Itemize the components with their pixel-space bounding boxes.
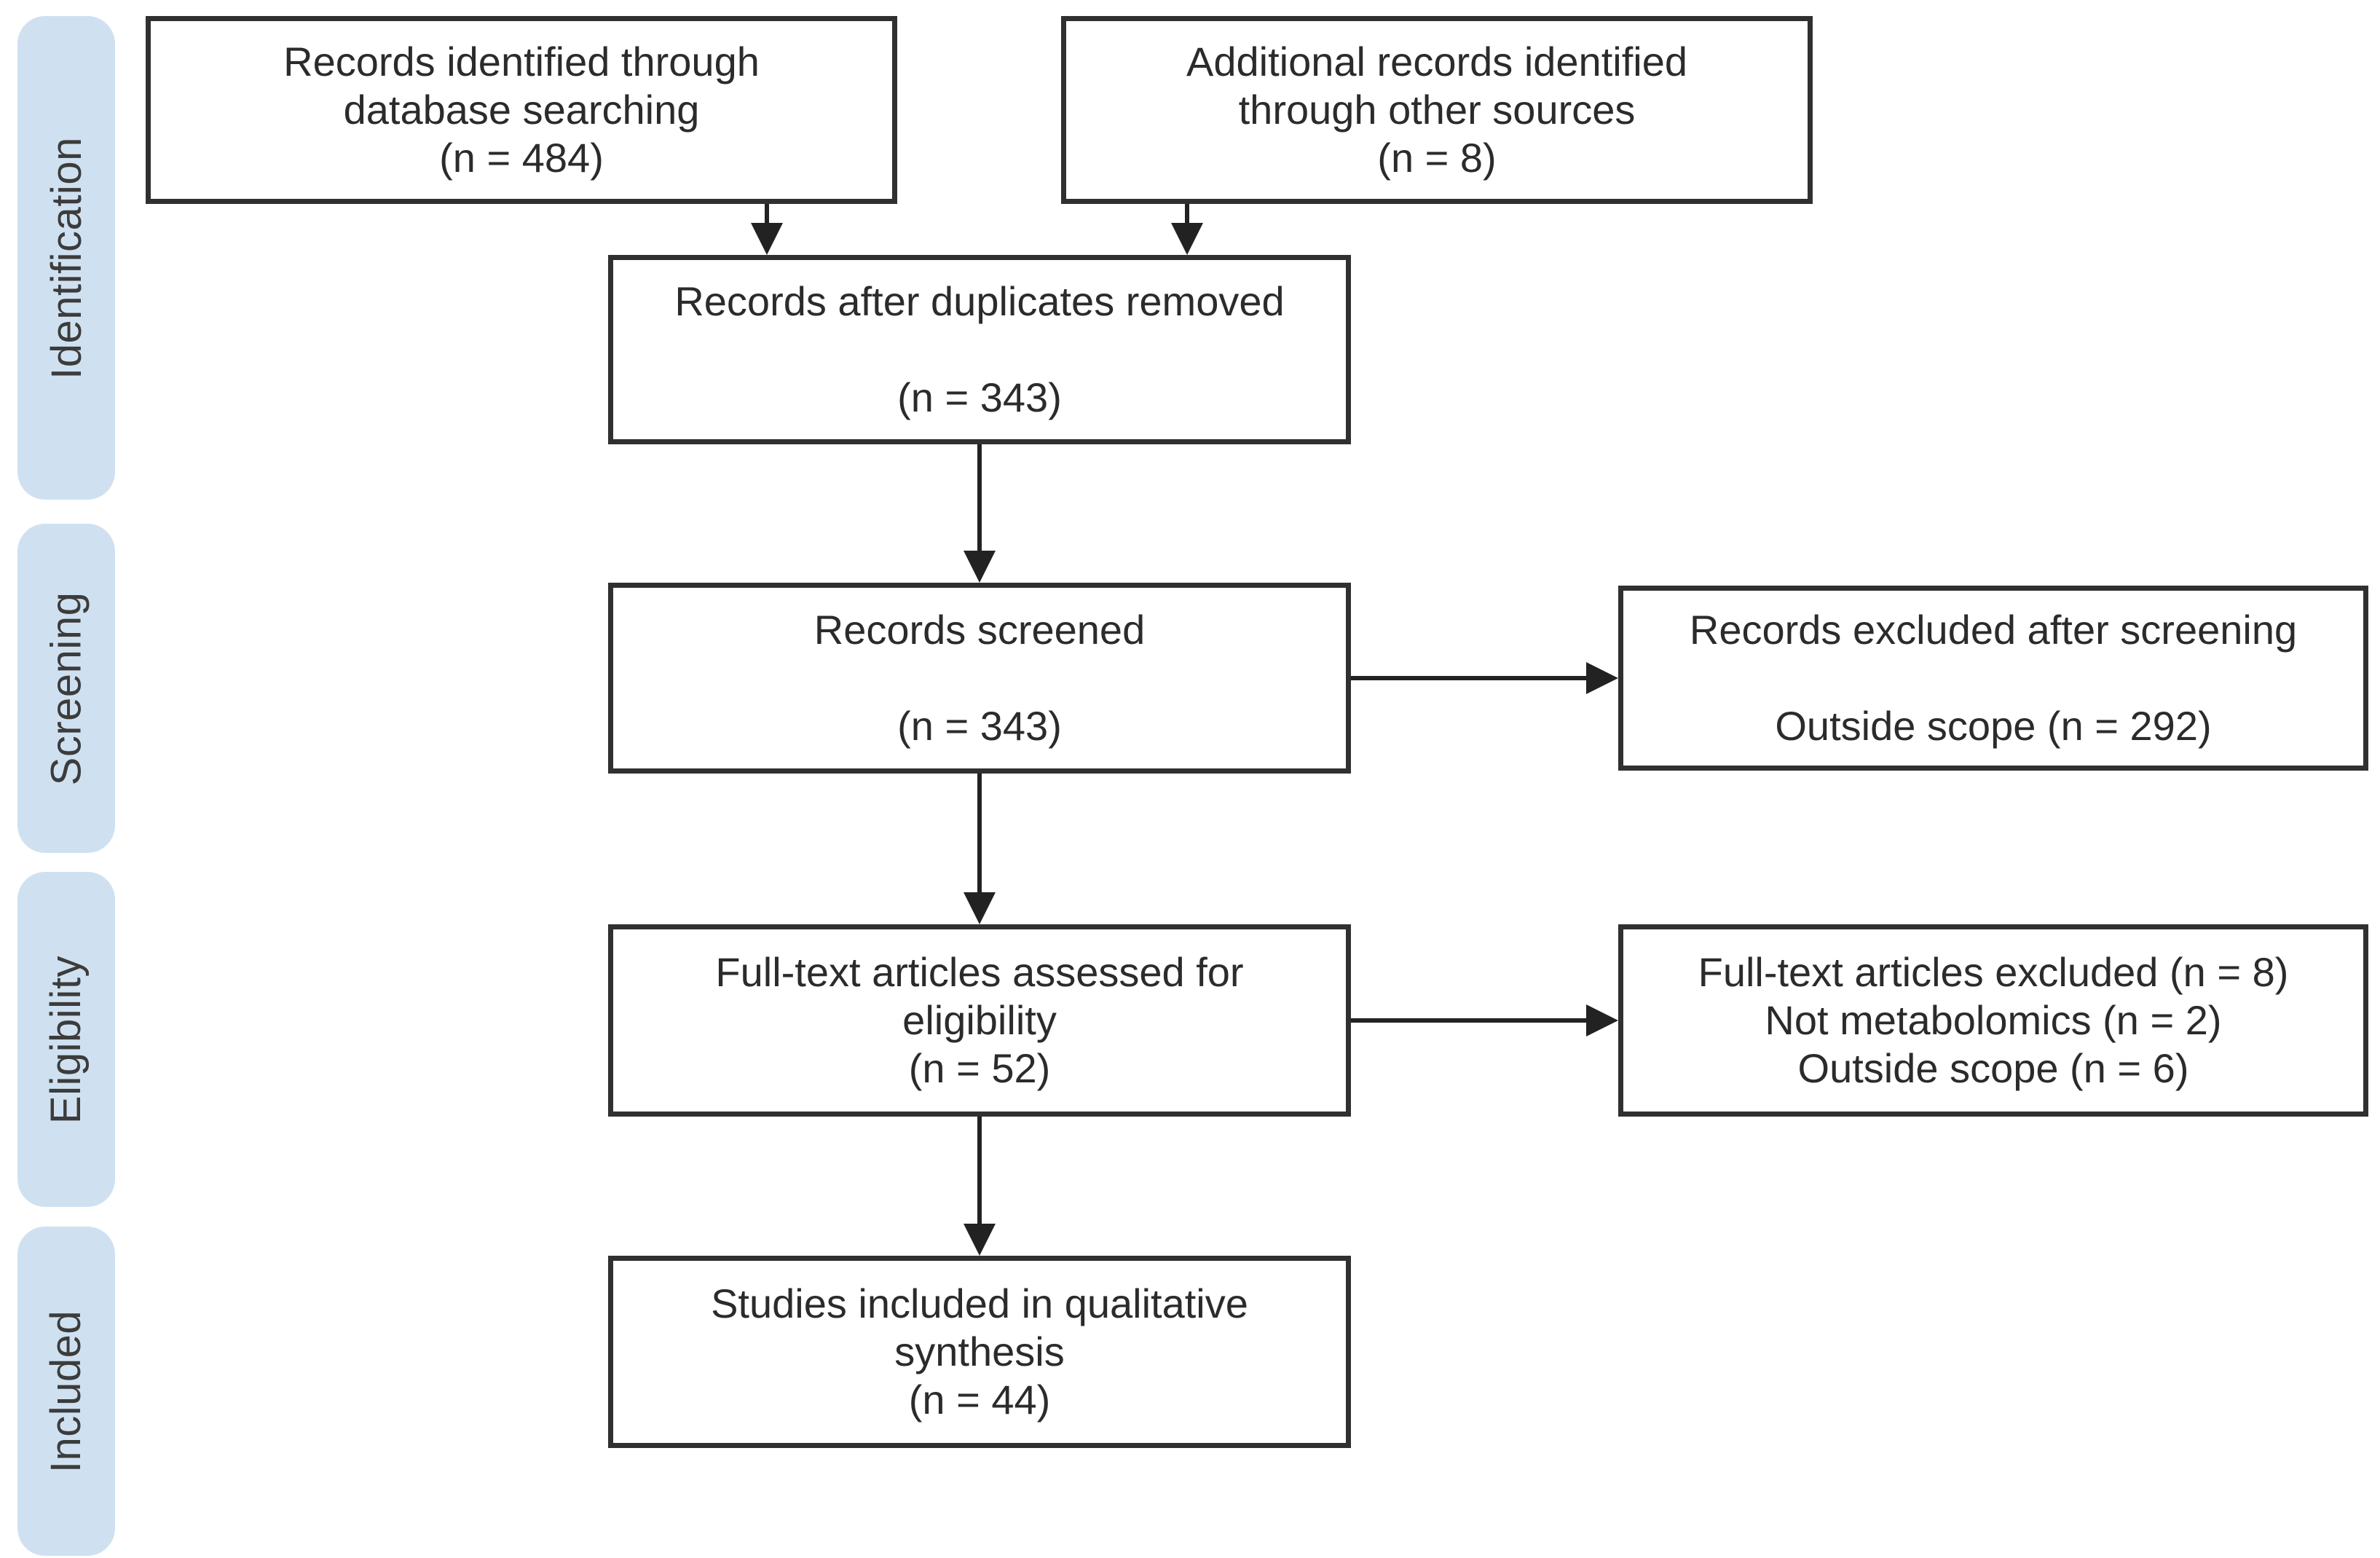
arrow-shaft [977, 774, 982, 902]
arrow-fulltext-to-included [964, 1117, 996, 1256]
box-records-excluded-screening: Records excluded after screening Outside… [1618, 586, 2368, 771]
arrow-shaft [1185, 204, 1189, 233]
box-text-line: through other sources [1238, 87, 1636, 133]
box-text-line: database searching [343, 87, 700, 133]
arrow-shaft [765, 204, 769, 233]
box-records-identified-other: Additional records identified through ot… [1061, 16, 1813, 204]
box-fulltext-excluded: Full-text articles excluded (n = 8) Not … [1618, 924, 2368, 1117]
box-text-line: (n = 8) [1377, 135, 1497, 181]
box-records-identified-db: Records identified through database sear… [146, 16, 897, 204]
arrowhead-down-icon [1171, 223, 1203, 255]
stage-eligibility: Eligibility [17, 872, 115, 1207]
arrow-db-to-duplicates [751, 204, 783, 255]
box-text-line: synthesis [894, 1329, 1065, 1374]
stage-label: Screening [42, 591, 90, 785]
arrowhead-down-icon [964, 1224, 996, 1256]
arrow-fulltext-to-excluded [1351, 1004, 1618, 1036]
stage-label: Identification [42, 136, 90, 379]
box-text-line: Outside scope (n = 292) [1775, 703, 2212, 749]
arrowhead-down-icon [751, 223, 783, 255]
arrow-shaft [977, 444, 982, 561]
stage-identification: Identification [17, 16, 115, 500]
arrowhead-down-icon [964, 551, 996, 583]
box-text-line: Full-text articles assessed for [715, 949, 1244, 995]
stage-label: Eligibility [42, 955, 90, 1124]
stage-label: Included [42, 1310, 90, 1473]
box-text-line: (n = 44) [908, 1377, 1051, 1423]
box-text-line: Records identified through [283, 39, 760, 84]
box-text-line: (n = 343) [897, 374, 1062, 420]
stage-screening: Screening [17, 524, 115, 853]
arrow-duplicates-to-screened [964, 444, 996, 583]
box-text-line: eligibility [902, 997, 1057, 1043]
box-text-line: (n = 484) [439, 135, 604, 181]
box-text-line: Outside scope (n = 6) [1797, 1045, 2189, 1091]
arrow-screened-to-excluded [1351, 662, 1618, 694]
box-text-line: Studies included in qualitative [711, 1280, 1248, 1326]
box-duplicates-removed: Records after duplicates removed (n = 34… [608, 255, 1351, 444]
box-text-line: (n = 343) [897, 703, 1062, 749]
arrowhead-down-icon [964, 892, 996, 924]
box-fulltext-assessed: Full-text articles assessed for eligibil… [608, 924, 1351, 1117]
arrowhead-right-icon [1586, 662, 1618, 694]
arrow-shaft [977, 1117, 982, 1234]
box-records-screened: Records screened (n = 343) [608, 583, 1351, 774]
stage-included: Included [17, 1227, 115, 1556]
box-text-line: Full-text articles excluded (n = 8) [1698, 949, 2289, 995]
box-text-line: (n = 52) [908, 1045, 1051, 1091]
box-text-line: Not metabolomics (n = 2) [1765, 997, 2222, 1043]
box-text-line: Records after duplicates removed [674, 278, 1285, 324]
arrow-screened-to-fulltext [964, 774, 996, 924]
arrow-shaft [1351, 1018, 1596, 1023]
box-text-line: Records screened [813, 607, 1146, 653]
arrow-shaft [1351, 676, 1596, 680]
arrow-other-to-duplicates [1171, 204, 1203, 255]
box-text-line: Additional records identified [1186, 39, 1687, 84]
arrowhead-right-icon [1586, 1004, 1618, 1036]
box-studies-included: Studies included in qualitative synthesi… [608, 1256, 1351, 1448]
box-text-line: Records excluded after screening [1689, 607, 2298, 653]
